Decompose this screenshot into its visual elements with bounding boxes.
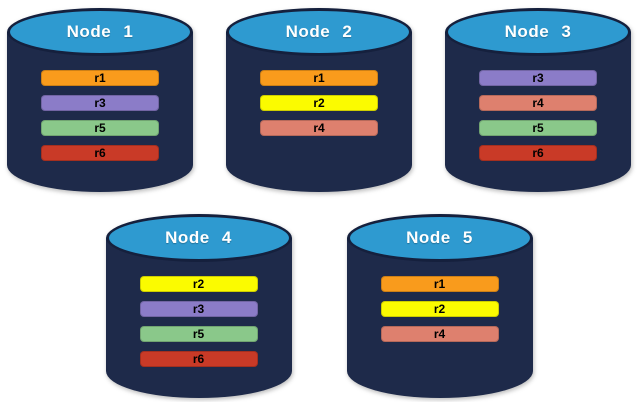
replica-bar-r1: r1 xyxy=(41,70,159,86)
replica-bar-r6: r6 xyxy=(139,351,258,367)
replica-bar-r3: r3 xyxy=(41,95,159,111)
replica-list: r1 r2 r4 xyxy=(226,70,412,136)
replica-label: r5 xyxy=(192,327,205,341)
replica-label: r2 xyxy=(313,96,325,110)
replica-bar-r2: r2 xyxy=(139,276,258,292)
replica-bar-r3: r3 xyxy=(139,301,258,317)
replica-bar-r5: r5 xyxy=(41,120,159,136)
cylinder-body xyxy=(226,32,412,192)
cylinder-body xyxy=(346,238,533,398)
node-label: Node 3 xyxy=(504,22,572,41)
node-label: Node 5 xyxy=(406,228,473,247)
replica-list: r1 r3 r5 r6 xyxy=(7,70,193,161)
database-node-2: r1 r2 r4 Node 2 xyxy=(226,8,412,192)
replica-list: r1 r2 r4 xyxy=(347,276,533,342)
replica-bar-r4: r4 xyxy=(479,95,597,111)
replica-label: r2 xyxy=(192,277,205,291)
database-node-5: r1 r2 r4 Node 5 xyxy=(346,214,533,398)
replica-label: r6 xyxy=(192,352,205,366)
replica-label: r3 xyxy=(192,302,205,316)
database-node-1: r1 r3 r5 r6 Node 1 xyxy=(7,8,193,192)
replica-label: r5 xyxy=(532,121,544,135)
replica-bar-r6: r6 xyxy=(479,145,597,161)
replica-bar-r4: r4 xyxy=(260,120,378,136)
replica-bar-r2: r2 xyxy=(380,301,499,317)
cylinder-body xyxy=(7,32,193,192)
replica-label: r2 xyxy=(433,302,446,316)
replica-label: r1 xyxy=(313,71,325,85)
node-row-top: r1 r3 r5 r6 Node 1 r1 r2 r4 Node 2 r3 r4 xyxy=(0,8,638,192)
cylinder-top: Node 3 xyxy=(445,8,631,56)
replica-bar-r4: r4 xyxy=(380,326,499,342)
replica-label: r4 xyxy=(532,96,544,110)
database-node-3: r3 r4 r5 r6 Node 3 xyxy=(445,8,631,192)
cylinder-top: Node 4 xyxy=(105,214,292,262)
replica-bar-r5: r5 xyxy=(139,326,258,342)
cylinder-top: Node 1 xyxy=(7,8,193,56)
replica-bar-r1: r1 xyxy=(260,70,378,86)
replica-bar-r5: r5 xyxy=(479,120,597,136)
replica-label: r5 xyxy=(94,121,106,135)
node-label: Node 1 xyxy=(66,22,134,41)
replica-label: r6 xyxy=(94,146,106,160)
replica-label: r1 xyxy=(433,277,446,291)
database-node-4: r2 r3 r5 r6 Node 4 xyxy=(105,214,292,398)
replica-label: r3 xyxy=(94,96,106,110)
replica-bar-r1: r1 xyxy=(380,276,499,292)
replica-label: r4 xyxy=(313,121,325,135)
replica-label: r1 xyxy=(94,71,106,85)
replica-label: r3 xyxy=(532,71,544,85)
replica-bar-r2: r2 xyxy=(260,95,378,111)
node-label: Node 4 xyxy=(165,228,232,247)
cylinder-top: Node 2 xyxy=(226,8,412,56)
replica-list: r3 r4 r5 r6 xyxy=(445,70,631,161)
cylinder-body xyxy=(445,32,631,192)
replica-label: r4 xyxy=(433,327,446,341)
replica-bar-r3: r3 xyxy=(479,70,597,86)
replica-list: r2 r3 r5 r6 xyxy=(106,276,292,367)
replica-bar-r6: r6 xyxy=(41,145,159,161)
node-row-bottom: r2 r3 r5 r6 Node 4 r1 r2 r4 Node 5 xyxy=(0,214,638,398)
node-label: Node 2 xyxy=(285,22,353,41)
cylinder-body xyxy=(105,238,292,398)
replica-label: r6 xyxy=(532,146,544,160)
cylinder-top: Node 5 xyxy=(346,214,533,262)
